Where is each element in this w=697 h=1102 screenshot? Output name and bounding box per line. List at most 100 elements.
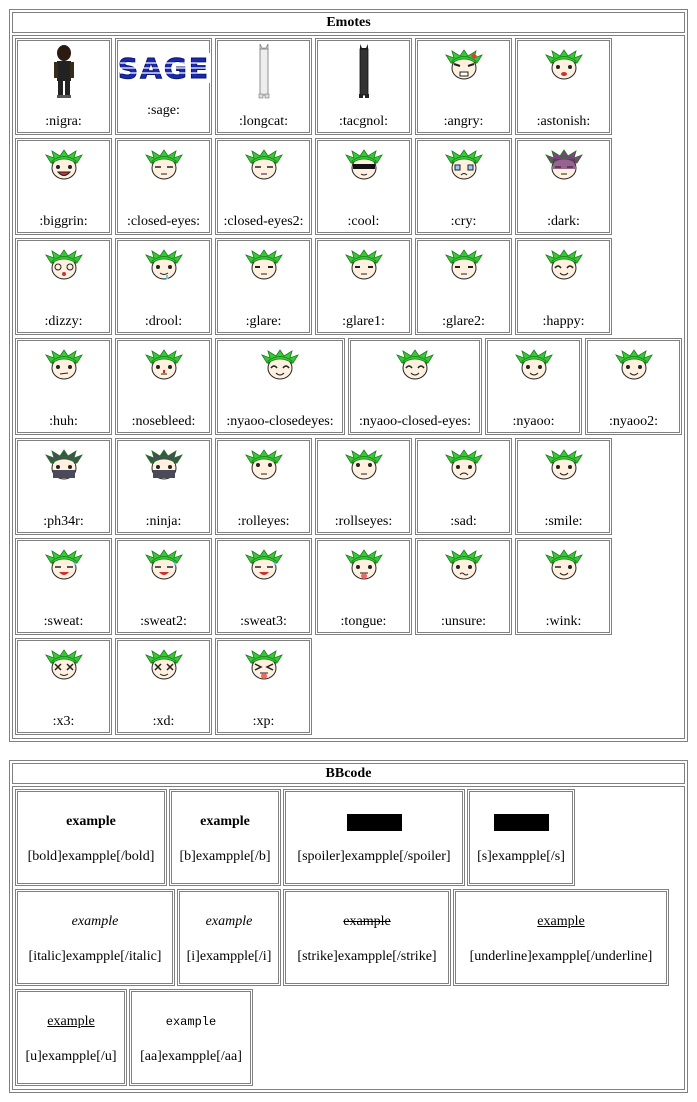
sad-face-icon — [444, 449, 484, 488]
emote-cell[interactable]: :xp: — [215, 638, 312, 735]
emote-code: :wink: — [545, 614, 582, 629]
nyaoo2-face-icon — [614, 349, 654, 388]
emote-code: :longcat: — [239, 114, 288, 129]
bbcode-cell[interactable]: example[s]exampple[/s] — [467, 789, 575, 886]
rollseyes-face-icon — [344, 449, 384, 488]
emote-cell[interactable]: :unsure: — [415, 538, 512, 635]
emote-cell[interactable]: :happy: — [515, 238, 612, 335]
emote-cell[interactable]: :nyaoo2: — [585, 338, 682, 435]
emote-cell[interactable]: :dizzy: — [15, 238, 112, 335]
emote-cell[interactable]: :angry: — [415, 38, 512, 135]
xd-face-icon — [144, 649, 184, 688]
bbcode-example-text: example — [71, 914, 119, 929]
emote-cell[interactable]: :sweat2: — [115, 538, 212, 635]
emote-cell[interactable]: :astonish: — [515, 38, 612, 135]
emote-code: :glare1: — [342, 314, 385, 329]
emote-cell[interactable]: :ph34r: — [15, 438, 112, 535]
sweat-face-icon — [44, 549, 84, 588]
bbcode-cell[interactable]: example[b]exampple[/b] — [169, 789, 281, 886]
emote-cell[interactable]: :longcat: — [215, 38, 312, 135]
emote-cell[interactable]: :glare1: — [315, 238, 412, 335]
smile-face-icon — [544, 449, 584, 488]
bbcode-cell[interactable]: example [italic]exampple[/italic] — [15, 889, 175, 986]
bbcode-example-text: example — [66, 814, 116, 829]
emote-code: :rolleyes: — [237, 514, 290, 529]
emote-code: :sage: — [147, 103, 180, 118]
bbcode-tag: [italic]exampple[/italic] — [28, 949, 162, 964]
emote-code: :closed-eyes2: — [223, 214, 304, 229]
emote-code: :sweat3: — [240, 614, 287, 629]
bbcode-example: example — [178, 914, 280, 930]
emote-cell[interactable]: :sweat: — [15, 538, 112, 635]
bbcode-cell[interactable]: example[aa]exampple[/aa] — [129, 989, 253, 1086]
emote-cell[interactable]: :closed-eyes2: — [215, 138, 312, 235]
bbcode-cell[interactable]: example[bold]exampple[/bold] — [15, 789, 167, 886]
emote-code: :ph34r: — [43, 514, 84, 529]
emote-code: :tacgnol: — [339, 114, 388, 129]
bbcode-cell[interactable]: example[spoiler]exampple[/spoiler] — [283, 789, 465, 886]
emote-code: :glare: — [245, 314, 282, 329]
emote-cell[interactable]: :nyaoo-closedeyes: — [215, 338, 345, 435]
emote-code: :cool: — [347, 214, 380, 229]
emote-cell[interactable]: :smile: — [515, 438, 612, 535]
bbcode-cell[interactable]: example [i]exampple[/i] — [177, 889, 281, 986]
emote-cell[interactable]: :biggrin: — [15, 138, 112, 235]
emote-cell[interactable]: :glare: — [215, 238, 312, 335]
emote-cell[interactable]: :nigra: — [15, 38, 112, 135]
bbcode-example: example — [170, 814, 280, 830]
emote-cell[interactable]: :huh: — [15, 338, 112, 435]
emote-cell[interactable]: :closed-eyes: — [115, 138, 212, 235]
bbcode-cell[interactable]: example[underline]exampple[/underline] — [453, 889, 669, 986]
emote-code: :nyaoo-closedeyes: — [226, 414, 334, 429]
emote-code: :x3: — [52, 714, 75, 729]
emote-code: :glare2: — [442, 314, 485, 329]
bbcode-example: example — [284, 814, 464, 831]
emote-cell[interactable]: :nosebleed: — [115, 338, 212, 435]
emote-cell[interactable]: :tacgnol: — [315, 38, 412, 135]
emote-code: :xp: — [252, 714, 275, 729]
emote-code: :nyaoo: — [512, 414, 555, 429]
emote-cell[interactable]: :rollseyes: — [315, 438, 412, 535]
longcat-icon — [257, 43, 271, 105]
emote-cell[interactable]: :rolleyes: — [215, 438, 312, 535]
emote-cell[interactable]: :x3: — [15, 638, 112, 735]
bbcode-tag: [aa]exampple[/aa] — [140, 1049, 242, 1064]
unsure-face-icon — [444, 549, 484, 588]
emote-code: :ninja: — [145, 514, 182, 529]
emote-cell[interactable]: :sweat3: — [215, 538, 312, 635]
emote-cell[interactable]: :glare2: — [415, 238, 512, 335]
emote-cell[interactable]: SAGE :sage: — [115, 38, 212, 135]
bbcode-example: example — [16, 914, 174, 930]
emote-code: :tongue: — [340, 614, 387, 629]
dark-face-icon — [544, 149, 584, 188]
bbcode-tag: [i]exampple[/i] — [186, 949, 272, 964]
emote-code: :xd: — [152, 714, 175, 729]
bbcode-cell[interactable]: example[u]exampple[/u] — [15, 989, 127, 1086]
cool-face-icon — [344, 149, 384, 188]
emote-cell[interactable]: :dark: — [515, 138, 612, 235]
emote-code: :rollseyes: — [334, 514, 393, 529]
nosebleed-face-icon — [144, 349, 184, 388]
bbcode-example: example — [284, 914, 450, 930]
bbcode-example-text: example — [200, 814, 250, 829]
bbcode-tag: [s]exampple[/s] — [477, 849, 565, 864]
emote-cell[interactable]: :sad: — [415, 438, 512, 535]
ph34r-face-icon — [44, 449, 84, 488]
bbcode-example-text: example — [346, 814, 402, 831]
emote-cell[interactable]: :nyaoo: — [485, 338, 582, 435]
emotes-grid: :nigra: SAGE :sage: :longcat: :tacgnol: … — [12, 35, 685, 739]
emote-cell[interactable]: :drool: — [115, 238, 212, 335]
glare-face-icon — [244, 249, 284, 288]
emote-cell[interactable]: :nyaoo-closed-eyes: — [348, 338, 482, 435]
bbcode-cell[interactable]: example[strike]exampple[/strike] — [283, 889, 451, 986]
emote-cell[interactable]: :cool: — [315, 138, 412, 235]
bbcode-tag: [u]exampple[/u] — [25, 1049, 117, 1064]
emote-cell[interactable]: :tongue: — [315, 538, 412, 635]
emote-cell[interactable]: :xd: — [115, 638, 212, 735]
emote-code: :drool: — [144, 314, 183, 329]
emote-code: :huh: — [49, 414, 78, 429]
emote-cell[interactable]: :cry: — [415, 138, 512, 235]
emote-cell[interactable]: :wink: — [515, 538, 612, 635]
emote-code: :nyaoo2: — [609, 414, 658, 429]
emote-cell[interactable]: :ninja: — [115, 438, 212, 535]
